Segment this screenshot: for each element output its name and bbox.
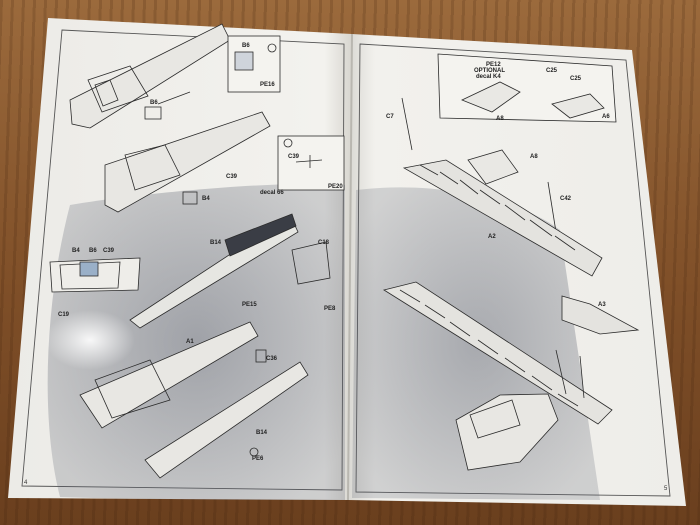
- part-label: A8: [496, 116, 504, 122]
- part-label: C19: [58, 312, 70, 318]
- part-label: C39: [103, 248, 115, 254]
- part-label: C7: [386, 114, 394, 120]
- part-label: B6: [242, 43, 250, 49]
- part-label: PE20: [328, 184, 343, 190]
- part-label: A1: [186, 339, 194, 345]
- part-label: C25: [546, 68, 558, 74]
- part-label: C42: [560, 196, 572, 202]
- page-number-left: 4: [24, 480, 28, 486]
- part-label: C39: [288, 154, 300, 160]
- part-label: A3: [598, 302, 606, 308]
- page-number-right: 5: [664, 486, 668, 492]
- part-label: B4: [202, 196, 210, 202]
- part-label: decal 66: [260, 190, 284, 196]
- part-label: OPTIONAL: [474, 68, 505, 74]
- part-label: B14: [210, 240, 222, 246]
- part-label: decal K4: [476, 74, 501, 80]
- light-glare: [45, 310, 135, 370]
- part-label: B14: [256, 430, 268, 436]
- part-label: PE6: [252, 456, 264, 462]
- part-label: PE16: [260, 82, 275, 88]
- part-label: A2: [488, 234, 496, 240]
- part-label: A6: [602, 114, 610, 120]
- part-label: C18: [318, 240, 330, 246]
- part-label: A8: [530, 154, 538, 160]
- part-label: C39: [226, 174, 238, 180]
- left-illustrations: [49, 23, 345, 479]
- right-illustrations: [382, 53, 640, 471]
- part-label: B6: [150, 100, 158, 106]
- part-label: C25: [570, 76, 582, 82]
- part-label: PE15: [242, 302, 257, 308]
- part-label: B6: [89, 248, 97, 254]
- part-label: C36: [266, 356, 278, 362]
- part-label: B4: [72, 248, 80, 254]
- part-label: PE8: [324, 306, 336, 312]
- part-label: PE12: [486, 62, 501, 68]
